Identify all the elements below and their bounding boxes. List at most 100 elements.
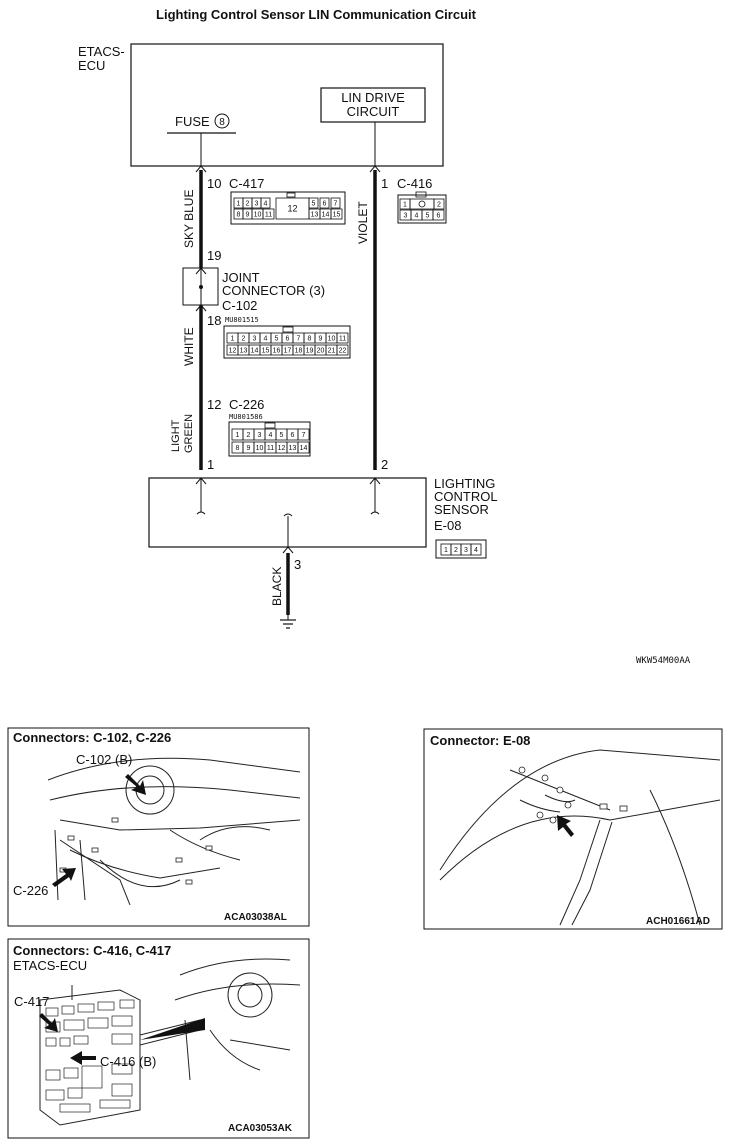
c102-cell [336,332,349,344]
c416-pin-6: 6 [437,213,441,220]
etacs-label-2: ECU [78,58,105,73]
c417-pin-5: 5 [312,201,316,208]
panel3-callout-c416: C-416 (B) [100,1054,156,1069]
ecu-slot [61,1005,75,1015]
c102-pin-6: 6 [286,336,290,343]
c417-pin-14: 14 [322,212,330,219]
c226-pin-6: 6 [291,432,295,439]
c417-cell [330,197,341,209]
c226-cell [297,441,310,454]
c226-pin-10: 10 [256,445,264,452]
pin-1-ecu: 1 [381,176,388,191]
c102-pin-9: 9 [319,336,323,343]
c102-pin-21: 21 [328,348,336,355]
c226-pin-14: 14 [300,445,308,452]
c417-pin-2: 2 [246,201,250,208]
c417-pin-12: 12 [287,204,297,214]
c102-pin-12: 12 [229,348,237,355]
c417-pin-13: 13 [311,212,319,219]
lin-drive-label-2: CIRCUIT [347,104,400,119]
joint-label-1: JOINT [222,270,260,285]
ground-symbol [280,615,296,629]
c416-cell [433,198,445,210]
ecu-slot [99,1099,131,1109]
ecu-slot [111,1083,133,1097]
ecu-slot [59,1103,91,1113]
c226-pin-13: 13 [289,445,297,452]
c417-name: C-417 [229,176,264,191]
ecu-slot [63,1019,85,1031]
wire-label-sky-blue: SKY BLUE [182,190,196,248]
c417-cell [275,197,310,220]
pin-1-sensor: 1 [207,457,214,472]
c226-pin-4: 4 [269,432,273,439]
c416-pin-3: 3 [404,213,408,220]
wire-label-green: GREEN [183,414,195,453]
c416-cell [432,209,445,221]
c417-pin-3: 3 [255,201,259,208]
e08-pin-3: 3 [464,547,468,554]
wire-label-light: LIGHT [170,419,182,452]
c102-pin-17: 17 [284,348,292,355]
ecu-slot [111,1063,133,1075]
terminal-chevron-1-ecu [369,165,381,173]
wire-label-white: WHITE [182,327,196,366]
pin-19: 19 [207,248,221,263]
panel3-title: Connectors: C-416, C-417 [13,943,171,958]
ecu-slot [63,1067,79,1079]
c226-pin-1: 1 [236,432,240,439]
pin-3: 3 [294,557,301,572]
etacs-ecu-box [130,43,444,167]
sensor-label-3: SENSOR [434,502,489,517]
c226-pin-9: 9 [247,445,251,452]
c226-pin-2: 2 [247,432,251,439]
e08-name: E-08 [434,518,461,533]
sensor-label-2: CONTROL [434,489,498,504]
panel3-code: ACA03053AK [228,1123,293,1134]
c102-pin-8: 8 [308,336,312,343]
c102-pin-1: 1 [231,336,235,343]
c102-pin-7: 7 [297,336,301,343]
c417-pin-1: 1 [237,201,241,208]
c417-cell [330,208,343,220]
ground-chevron [282,546,294,554]
joint-dot [199,285,203,289]
c102-pin-5: 5 [275,336,279,343]
panel3-arrow-c417 [39,1013,58,1032]
panel1-arrow-c226 [52,868,76,887]
c102-pin-2: 2 [242,336,246,343]
ecu-slot [111,1015,133,1027]
panel3-arrow-c416 [70,1051,96,1065]
joint-connector-name: C-102 [222,298,257,313]
ecu-slot [87,1017,109,1029]
panel2-arrow [557,815,574,837]
panel-connectors-c416-c417: Connectors: C-416, C-417 ETACS-ECU C-417… [7,938,310,1139]
c226-cell [297,428,310,441]
ecu-slot [45,1089,65,1101]
c102-pin-4: 4 [264,336,268,343]
c417-pin-6: 6 [323,201,327,208]
c102-pin-15: 15 [262,348,270,355]
ecu-slot [81,1065,103,1089]
e08-pin-4: 4 [474,547,478,554]
ecu-slot [59,1037,71,1047]
panel1-callout-c102: C-102 (B) [76,752,132,767]
c416-name: C-416 [397,176,432,191]
c416-pin-2: 2 [437,202,441,209]
c416-pin-5: 5 [426,213,430,220]
ecu-slot [119,999,135,1009]
c226-pin-12: 12 [278,445,286,452]
c226-pin-5: 5 [280,432,284,439]
joint-chevron-top [195,267,207,275]
sensor-internal-end-3 [283,513,293,517]
e08-pin-1: 1 [444,547,448,554]
sensor-label-1: LIGHTING [434,476,495,491]
c102-pin-18: 18 [295,348,303,355]
c416-key-circle [418,200,426,208]
c102-pin-10: 10 [328,336,336,343]
lin-drive-label-1: LIN DRIVE [341,90,405,105]
